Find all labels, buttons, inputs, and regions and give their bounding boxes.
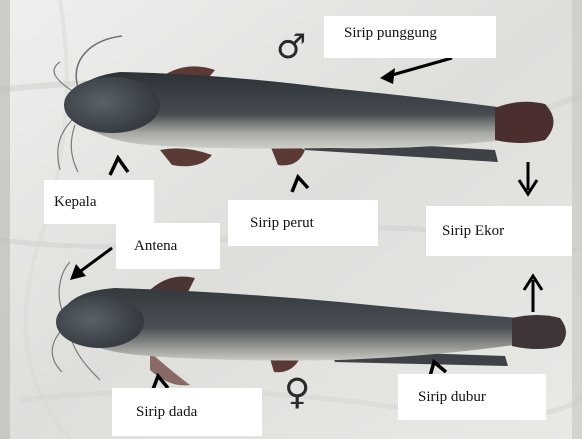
label-tail-fin: Sirip Ekor	[426, 206, 572, 256]
male-symbol-icon: ♂	[276, 30, 306, 64]
female-symbol-icon: ♀	[284, 375, 310, 411]
label-pectoral-fin: Sirip dada	[112, 388, 262, 436]
label-antenna: Antena	[116, 223, 220, 269]
label-dorsal-fin: Sirip punggung	[324, 16, 496, 58]
label-pelvic-fin: Sirip perut	[228, 200, 378, 246]
label-head: Kepala	[44, 180, 154, 224]
label-anal-fin: Sirip dubur	[398, 374, 546, 420]
